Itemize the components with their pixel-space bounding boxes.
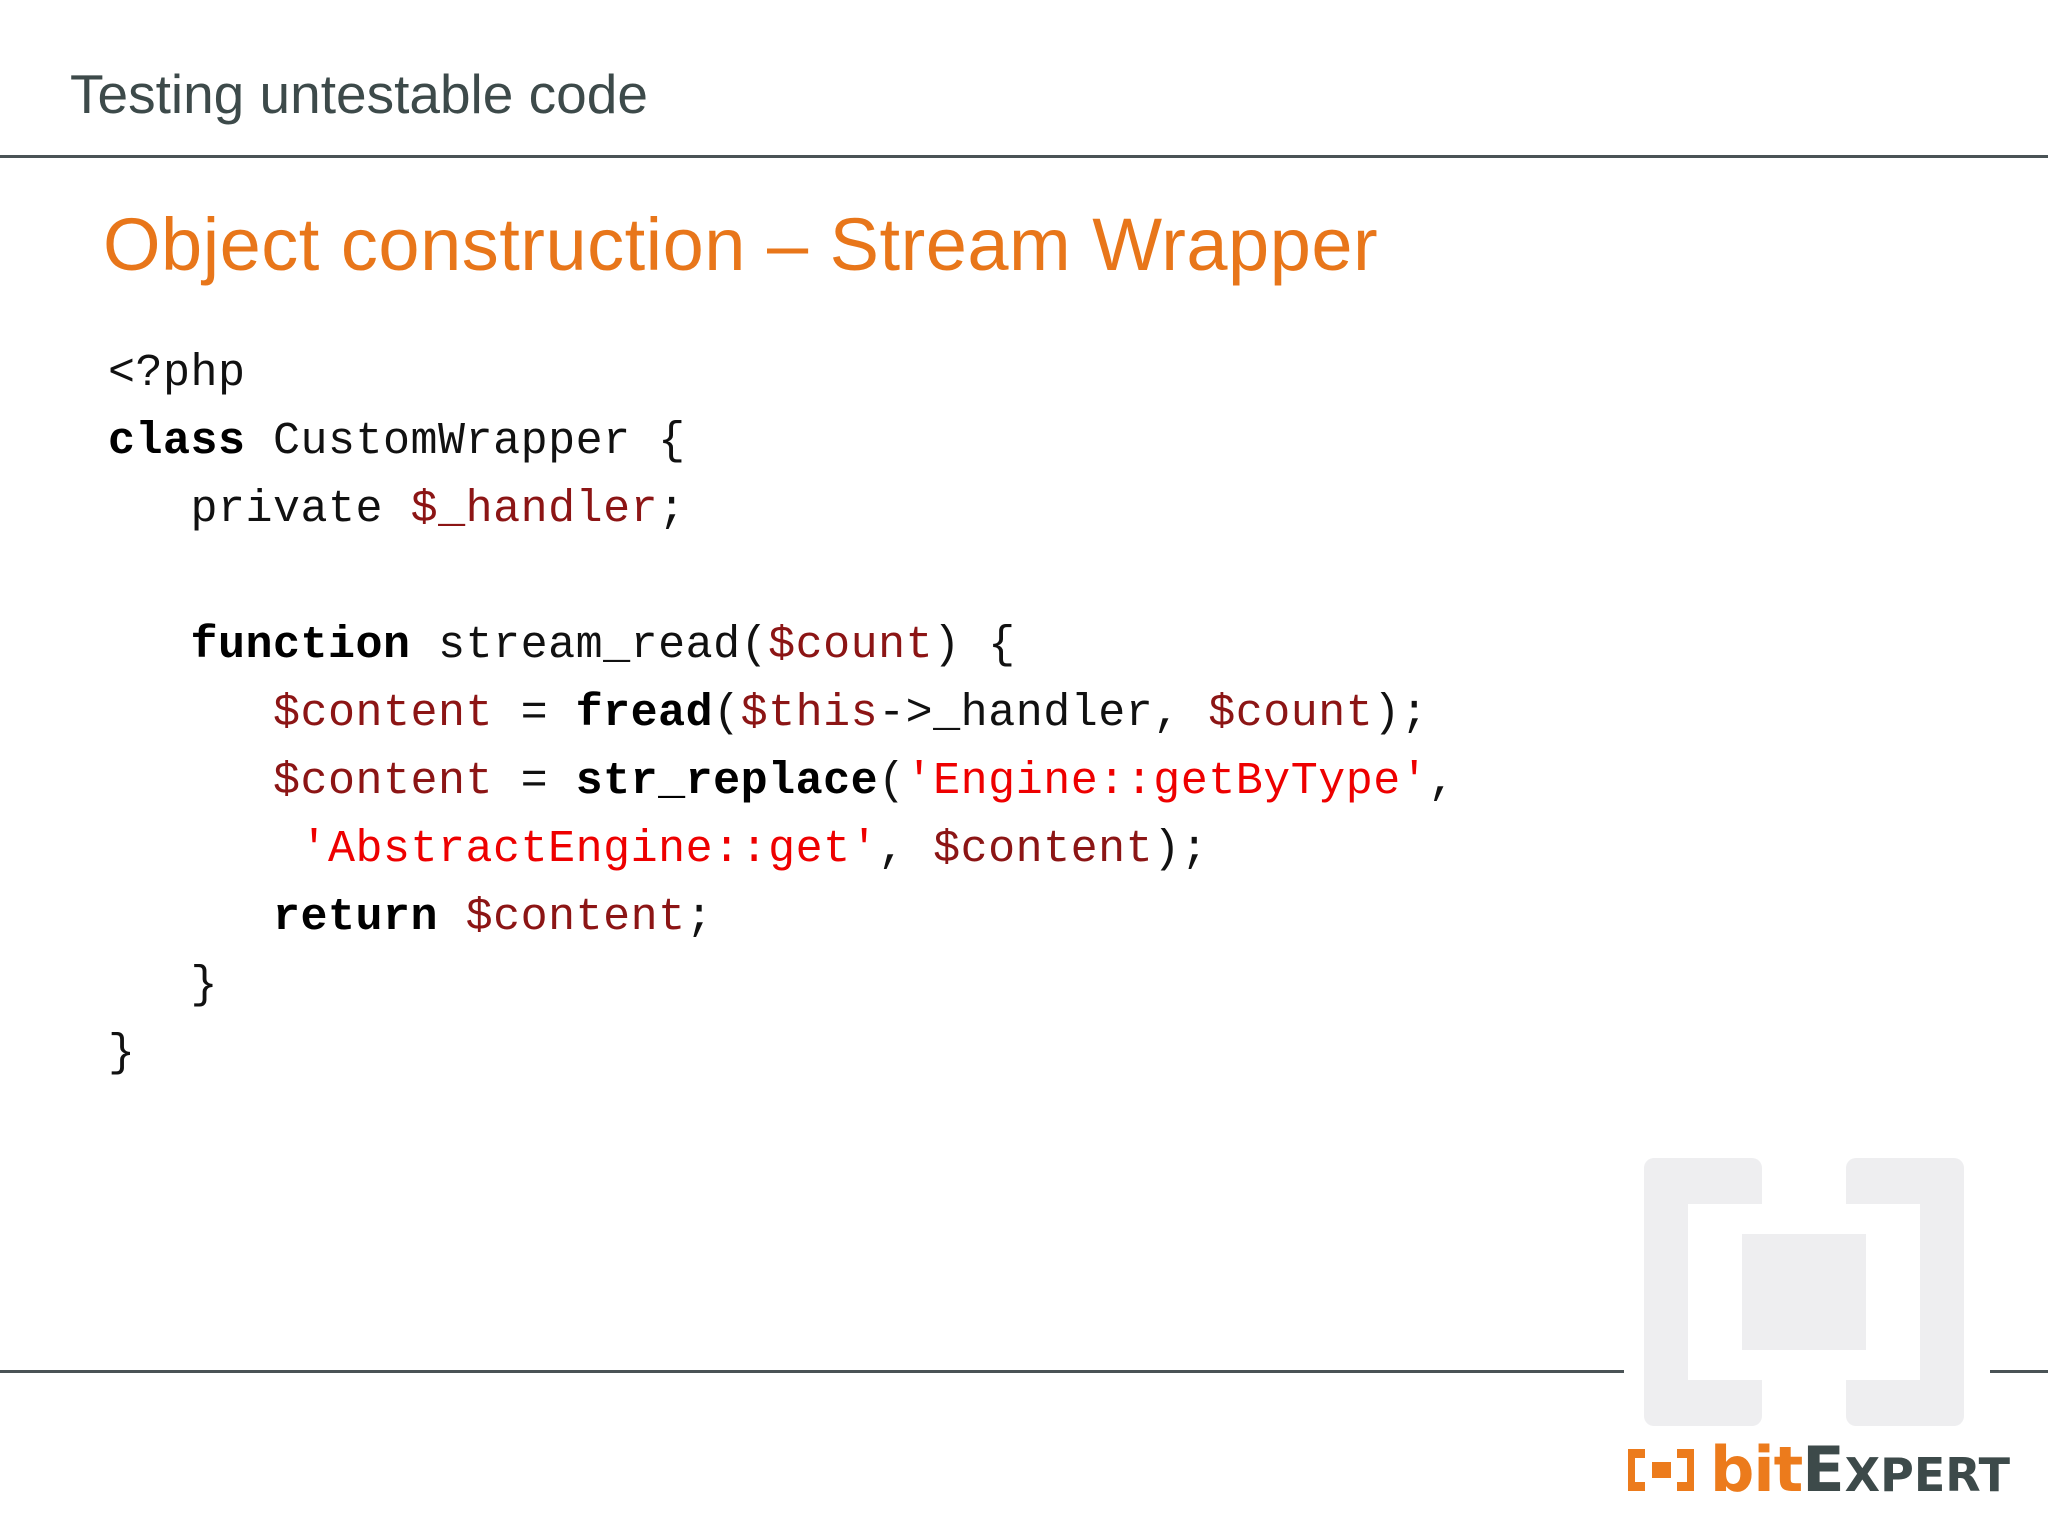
- code-token-kw: class: [108, 416, 246, 467]
- code-token-plain: [108, 688, 273, 739]
- code-line: private $_handler;: [108, 476, 1456, 544]
- code-token-plain: ) {: [933, 620, 1016, 671]
- logo-text-expert: EXPERT: [1802, 1439, 2010, 1501]
- bitexpert-watermark-icon: [1644, 1158, 1964, 1426]
- code-token-plain: CustomWrapper {: [245, 416, 686, 467]
- code-token-str: 'AbstractEngine::get': [300, 824, 879, 875]
- code-token-fn: fread: [575, 688, 714, 739]
- code-token-plain: );: [1373, 688, 1429, 739]
- code-token-plain: ;: [658, 484, 686, 535]
- code-line: return $content;: [108, 884, 1456, 952]
- footer-divider-left: [0, 1370, 1624, 1373]
- logo-text-expert-rest: XPERT: [1844, 1448, 2010, 1502]
- code-token-plain: =: [493, 756, 576, 807]
- bitexpert-bracket-icon: [1628, 1449, 1694, 1491]
- code-token-plain: ;: [685, 892, 714, 943]
- code-token-plain: private: [108, 484, 411, 535]
- code-token-var: $content: [933, 824, 1154, 875]
- code-line: function stream_read($count) {: [108, 612, 1456, 680]
- code-token-plain: }: [108, 1028, 136, 1079]
- watermark-center-square: [1742, 1234, 1866, 1350]
- code-token-plain: (: [713, 688, 741, 739]
- code-token-plain: [108, 620, 191, 671]
- code-token-kw: return: [273, 892, 439, 943]
- code-line: <?php: [108, 340, 1456, 408]
- code-token-var: $count: [768, 620, 934, 671]
- code-token-str: 'Engine::getByType': [905, 756, 1429, 807]
- code-token-plain: ,: [1428, 756, 1456, 807]
- code-line: }: [108, 952, 1456, 1020]
- logo-notch-left: [1635, 1458, 1645, 1482]
- logo-notch-right: [1677, 1458, 1687, 1482]
- logo-text-expert-cap: E: [1802, 1433, 1845, 1506]
- code-line: $content = str_replace('Engine::getByTyp…: [108, 748, 1456, 816]
- logo-text-bit: bit: [1710, 1433, 1803, 1506]
- bitexpert-logo: bit EXPERT: [1628, 1437, 2010, 1503]
- code-token-plain: [108, 824, 301, 875]
- code-block: <?php class CustomWrapper { private $_han…: [108, 340, 1456, 1088]
- code-token-kw: function: [190, 620, 411, 671]
- code-token-plain: );: [1153, 824, 1209, 875]
- code-line: class CustomWrapper {: [108, 408, 1456, 476]
- code-token-plain: ,: [878, 824, 934, 875]
- code-line: [108, 544, 1456, 612]
- code-token-var: $content: [273, 688, 494, 739]
- footer-divider-right: [1990, 1370, 2048, 1373]
- logo-center-square: [1652, 1462, 1671, 1478]
- code-token-var: $this: [740, 688, 879, 739]
- code-token-plain: [108, 756, 273, 807]
- code-token-var: $_handler: [410, 484, 659, 535]
- code-token-fn: str_replace: [575, 756, 879, 807]
- code-token-plain: (: [878, 756, 906, 807]
- code-token-plain: [438, 892, 466, 943]
- code-line: 'AbstractEngine::get', $content);: [108, 816, 1456, 884]
- code-token-plain: <?php: [108, 348, 246, 399]
- code-token-plain: stream_read(: [410, 620, 769, 671]
- code-token-plain: =: [493, 688, 576, 739]
- page-title: Object construction – Stream Wrapper: [103, 203, 1379, 286]
- code-token-var: $content: [273, 756, 494, 807]
- header-divider: [0, 155, 2048, 158]
- slide-header-title: Testing untestable code: [70, 63, 648, 125]
- code-line: }: [108, 1020, 1456, 1088]
- code-token-plain: }: [108, 960, 219, 1011]
- code-token-var: $count: [1208, 688, 1374, 739]
- code-token-var: $content: [465, 892, 686, 943]
- code-token-plain: [108, 892, 273, 943]
- slide-header: Testing untestable code: [0, 0, 2048, 158]
- code-token-plain: ->_handler,: [878, 688, 1209, 739]
- code-line: $content = fread($this->_handler, $count…: [108, 680, 1456, 748]
